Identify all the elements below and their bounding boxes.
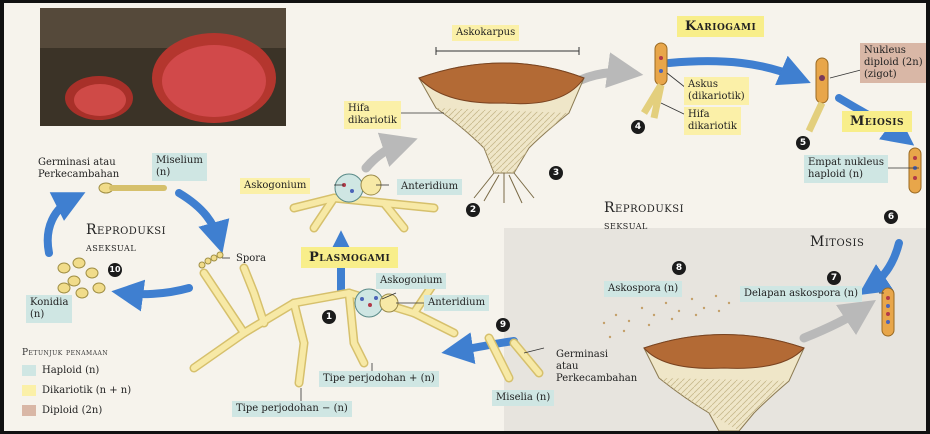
key-row-haploid: Haploid (n) — [22, 365, 99, 376]
label-germinasi-left: Germinasi atau Perkecambahan — [34, 155, 123, 183]
stage-mitosis: Mitosis — [810, 235, 864, 250]
step-4: 4 — [631, 120, 645, 134]
key-row-diploid: Diploid (2n) — [22, 405, 102, 416]
step-10: 10 — [108, 263, 122, 277]
key-title: Petunjuk penamaan — [22, 348, 108, 358]
label-germinasi-right: Germinasi atau Perkecambahan — [552, 347, 641, 387]
key-row-dikariotik: Dikariotik (n + n) — [22, 385, 131, 396]
label-askus: Askus (dikariotik) — [684, 77, 749, 105]
step-6: 6 — [884, 210, 898, 224]
step-8: 8 — [672, 261, 686, 275]
step-5: 5 — [796, 136, 810, 150]
label-askospora: Askospora (n) — [604, 281, 682, 297]
step-9: 9 — [496, 318, 510, 332]
label-askokarpus: Askokarpus — [452, 25, 519, 41]
phase-asexual-2: aseksual — [86, 240, 136, 255]
conidia — [58, 258, 105, 298]
label-spora: Spora — [232, 251, 270, 267]
label-tipe-plus: Tipe perjodohan + (n) — [319, 371, 439, 387]
key-swatch-dikariotik — [22, 385, 36, 396]
stage-meiosis: Meiosis — [842, 111, 912, 132]
stage-kariogami: Kariogami — [677, 16, 764, 37]
diagram-artwork — [4, 3, 926, 431]
step-1: 1 — [322, 310, 336, 324]
label-askogonium-bottom: Askogonium — [376, 273, 446, 289]
germinating-spore — [99, 183, 164, 193]
label-nukleus-diploid: Nukleus diploid (2n) (zigot) — [860, 43, 926, 83]
key-label-diploid: Diploid (2n) — [42, 405, 102, 416]
label-empat-nukleus: Empat nukleus haploid (n) — [804, 155, 888, 183]
stage-plasmogami: Plasmogami — [301, 247, 398, 268]
life-cycle-diagram: Kariogami Meiosis Plasmogami Mitosis Rep… — [4, 3, 926, 431]
phase-sexual-2: seksual — [604, 218, 648, 233]
label-askogonium-top: Askogonium — [240, 178, 310, 194]
cup-fungus-photo — [40, 8, 286, 126]
label-miselia: Miselia (n) — [492, 390, 554, 406]
label-tipe-minus: Tipe perjodohan − (n) — [232, 401, 352, 417]
step-3: 3 — [549, 166, 563, 180]
label-anteridium-top: Anteridium — [397, 179, 462, 195]
spore-chain — [199, 252, 223, 268]
label-delapan-askospora: Delapan askospora (n) — [740, 286, 862, 302]
key-swatch-haploid — [22, 365, 36, 376]
label-hifa-dikariotik-left: Hifa dikariotik — [344, 101, 401, 129]
step-7: 7 — [827, 271, 841, 285]
step-2: 2 — [466, 203, 480, 217]
label-konidia: Konidia (n) — [26, 295, 72, 323]
key-swatch-diploid — [22, 405, 36, 416]
label-hifa-dikariotik-right: Hifa dikariotik — [684, 107, 741, 135]
label-anteridium-bottom: Anteridium — [424, 295, 489, 311]
phase-asexual-1: Reproduksi — [86, 223, 166, 238]
key-label-haploid: Haploid (n) — [42, 365, 99, 376]
key-label-dikariotik: Dikariotik (n + n) — [42, 385, 131, 396]
phase-sexual-1: Reproduksi — [604, 201, 684, 216]
label-miselium: Miselium (n) — [152, 153, 207, 181]
